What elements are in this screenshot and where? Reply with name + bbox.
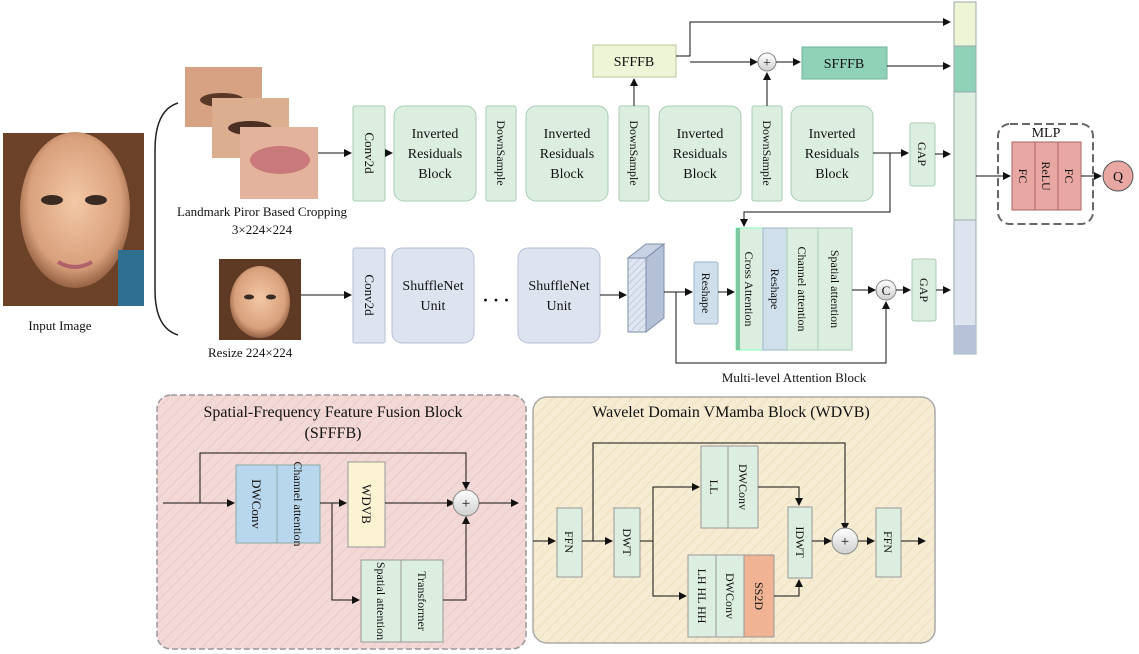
landmark-size: 3×224×224 (232, 222, 293, 237)
sfffb-1-label: SFFFB (614, 55, 654, 70)
input-image-label: Input Image (28, 318, 91, 333)
irb-1-line3: Block (418, 167, 451, 182)
sfffb-transformer (400, 559, 444, 643)
wdvb-plus-label: + (841, 534, 849, 550)
irb-4-line1: Inverted (809, 127, 856, 142)
mlab-caption: Multi-level Attention Block (722, 370, 867, 385)
irb-1-line1: Inverted (412, 127, 459, 142)
wdvb-high-freq (687, 554, 717, 638)
multi-level-attention-block (735, 227, 853, 351)
sfffb-channel-attention-label: Channel attention (291, 462, 305, 547)
reshape-1-label: Reshape (699, 273, 713, 314)
feature-cube (626, 242, 666, 334)
irb-3-line1: Inverted (677, 127, 724, 142)
reshape-2-label: Reshape (768, 269, 782, 310)
wdvb-ll (700, 445, 729, 529)
wdvb-dwconv-1 (727, 445, 759, 529)
wdvb-dwconv-1-label: DWConv (736, 464, 750, 510)
mlp-title: MLP (1032, 126, 1061, 141)
top-gap-label: GAP (915, 142, 929, 166)
sfffb-block-2 (801, 46, 888, 80)
mlp-fc-2-label: FC (1062, 169, 1076, 184)
irb-1-line2: Residuals (408, 147, 462, 162)
sfffb-spatial-attention-label: Spatial attention (374, 562, 388, 640)
sfffb-block-1 (592, 44, 677, 78)
wdvb-ss2d-label: SS2D (752, 582, 766, 610)
wdvb-idwt-label: IDWT (793, 526, 807, 558)
sfffb-panel-title-1: Spatial-Frequency Feature Fusion Block (203, 404, 462, 421)
wdvb-ll-label: LL (707, 480, 721, 495)
irb-2-line1: Inverted (544, 127, 591, 142)
reshape-block-1 (693, 261, 719, 325)
irb-4-line2: Residuals (805, 147, 859, 162)
sfffb-panel-title-2: (SFFFB) (305, 425, 362, 442)
resized-image (219, 259, 301, 340)
irb-block-2 (525, 105, 609, 202)
sfffb-spatial-attention (360, 559, 402, 643)
irb-3-line2: Residuals (673, 147, 727, 162)
sfffb-plus-label: + (462, 496, 470, 512)
downsample-2-label: DownSample (627, 120, 641, 185)
sfffb-2-label: SFFFB (824, 57, 864, 72)
resize-label: Resize 224×224 (208, 345, 293, 360)
landmark-label: Landmark Piror Based Cropping (177, 204, 348, 219)
downsample-1-label: DownSample (494, 120, 508, 185)
mlp-relu-label: ReLU (1039, 161, 1053, 191)
top-plus-label: + (763, 56, 771, 71)
wdvb-ffn-2 (875, 507, 902, 578)
top-conv2d-label: Conv2d (362, 132, 377, 174)
wdvb-dwconv-2 (715, 554, 745, 638)
shufflenet-2-line2: Unit (547, 299, 572, 314)
quality-output-node (1102, 160, 1134, 192)
shufflenet-unit-1 (391, 247, 475, 344)
wdvb-panel-title: Wavelet Domain VMamba Block (WDVB) (592, 404, 869, 421)
cross-attention-label: Cross Attention (742, 251, 756, 326)
bottom-conv2d-label: Conv2d (362, 274, 377, 316)
sfffb-channel-attention (276, 464, 321, 544)
wdvb-dwt-label: DWT (620, 528, 634, 556)
wdvb-ffn-1-label: FFN (562, 531, 576, 553)
wdvb-high-freq-label: LH HL HH (695, 569, 709, 624)
mlp-fc-1-label: FC (1016, 169, 1030, 184)
wdvb-ffn-1 (556, 507, 583, 578)
irb-2-line3: Block (550, 167, 583, 182)
wdvb-dwt (613, 507, 641, 578)
mlp-container (997, 123, 1094, 225)
irb-block-3 (658, 105, 742, 202)
bottom-conv2d-block (352, 247, 386, 344)
wdvb-ffn-2-label: FFN (881, 531, 895, 553)
shufflenet-unit-2 (517, 247, 601, 344)
sfffb-dwconv-label: DWConv (249, 479, 264, 529)
sfffb-wdvb-label: WDVB (359, 484, 374, 524)
downsample-block-1 (485, 105, 517, 202)
irb-block-1 (393, 105, 477, 202)
irb-4-line3: Block (815, 167, 848, 182)
irb-3-line3: Block (683, 167, 716, 182)
spatial-attention-label: Spatial attention (828, 250, 842, 328)
lip-crop-image (240, 127, 318, 199)
bottom-gap-label: GAP (917, 278, 931, 302)
shufflenet-1-line1: ShuffleNet (402, 279, 463, 294)
channel-attention-label: Channel attention (795, 247, 809, 332)
shufflenet-2-line1: ShuffleNet (528, 279, 589, 294)
wdvb-dwconv-2-label: DWConv (723, 573, 737, 619)
downsample-3-label: DownSample (760, 120, 774, 185)
ellipsis-dots: · · · (482, 290, 509, 310)
sfffb-dwconv (235, 464, 278, 544)
input-image (3, 132, 144, 306)
irb-2-line2: Residuals (540, 147, 594, 162)
sfffb-wdvb (347, 461, 386, 548)
branch-brace (154, 102, 179, 336)
wdvb-idwt (787, 506, 813, 579)
concat-label: C (882, 283, 891, 298)
feature-concat-column (953, 1, 977, 355)
shufflenet-1-line2: Unit (421, 299, 446, 314)
sfffb-transformer-label: Transformer (415, 571, 429, 631)
quality-output-label: Q (1113, 170, 1123, 185)
